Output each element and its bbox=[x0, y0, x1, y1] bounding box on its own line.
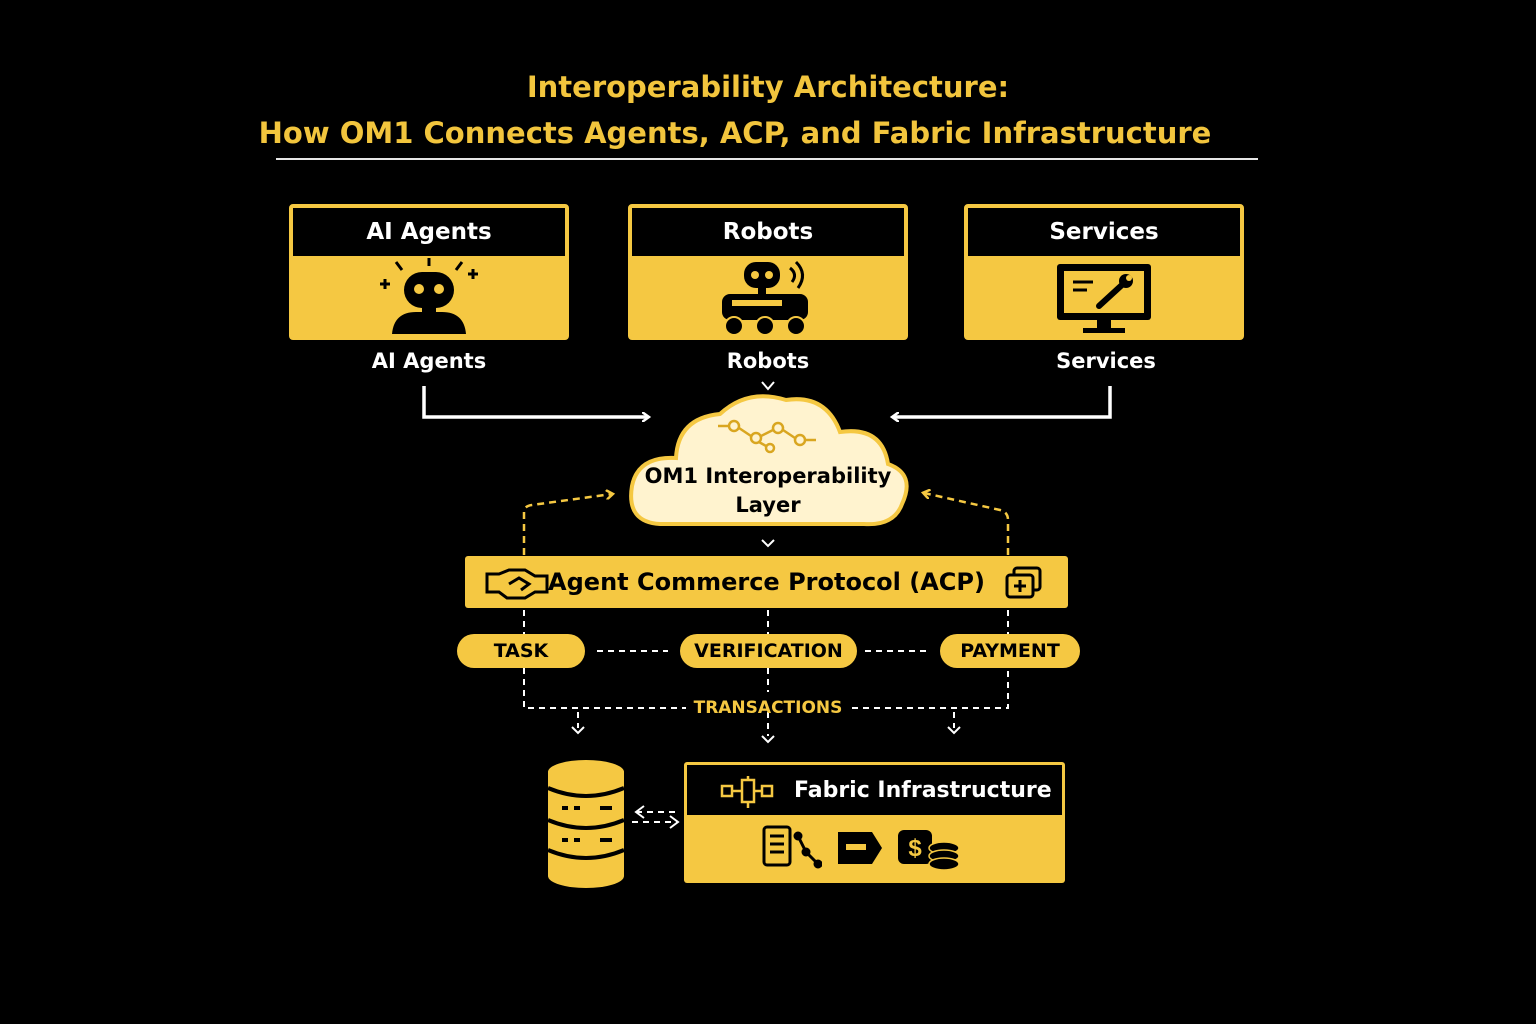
acp-label: Agent Commerce Protocol (ACP) bbox=[548, 568, 985, 596]
title-line-2: How OM1 Connects Agents, ACP, and Fabric… bbox=[258, 116, 1212, 150]
arrow-services-to-layer bbox=[893, 386, 1112, 417]
title-line-1: Interoperability Architecture: bbox=[526, 70, 1010, 104]
fabric-hub-icon bbox=[720, 776, 774, 808]
card-ai-agents-header: AI Agents bbox=[293, 208, 565, 256]
fabric-header: Fabric Infrastructure bbox=[687, 765, 1062, 815]
layer-line-2: Layer bbox=[735, 493, 801, 517]
graph-icon bbox=[793, 831, 822, 869]
svg-text:$: $ bbox=[908, 835, 922, 862]
card-robots-header: Robots bbox=[632, 208, 904, 256]
chevron-layer bbox=[761, 539, 775, 548]
handshake-icon bbox=[485, 568, 549, 600]
layer-line-1: OM1 Interoperability bbox=[644, 464, 892, 488]
interoperability-layer-label: OM1 Interoperability Layer bbox=[618, 462, 918, 520]
money-coins-icon: $ bbox=[898, 830, 960, 871]
label-services: Services bbox=[1056, 349, 1156, 373]
transactions-label: TRANSACTIONS bbox=[693, 698, 843, 718]
fabric-infrastructure-box: Fabric Infrastructure $ bbox=[684, 762, 1065, 883]
title-divider bbox=[276, 158, 1258, 160]
monitor-wrench-icon bbox=[1057, 264, 1151, 333]
robot-head-icon bbox=[380, 258, 478, 334]
card-ai-agents: AI Agents bbox=[289, 204, 569, 340]
feedback-left bbox=[522, 494, 612, 555]
acp-bar: Agent Commerce Protocol (ACP) bbox=[465, 556, 1068, 608]
card-services: Services bbox=[964, 204, 1244, 340]
document-icon bbox=[762, 825, 822, 869]
chevron-robots bbox=[761, 381, 775, 391]
label-ai-agents: AI Agents bbox=[371, 349, 487, 373]
rover-robot-icon bbox=[722, 260, 808, 336]
feedback-right bbox=[924, 493, 1010, 555]
database-icon bbox=[547, 760, 625, 888]
stage-verification: VERIFICATION bbox=[680, 634, 857, 668]
tag-icon bbox=[838, 832, 882, 864]
interoperability-cloud bbox=[629, 394, 909, 527]
label-robots: Robots bbox=[726, 349, 810, 373]
fabric-label: Fabric Infrastructure bbox=[794, 777, 1052, 803]
network-nodes-icon bbox=[718, 419, 816, 454]
arrow-agents-to-layer bbox=[422, 386, 648, 417]
card-services-header: Services bbox=[968, 208, 1240, 256]
wallet-plus-icon bbox=[1005, 566, 1042, 599]
stage-task: TASK bbox=[457, 634, 585, 668]
card-robots: Robots bbox=[628, 204, 908, 340]
stage-payment: PAYMENT bbox=[940, 634, 1080, 668]
